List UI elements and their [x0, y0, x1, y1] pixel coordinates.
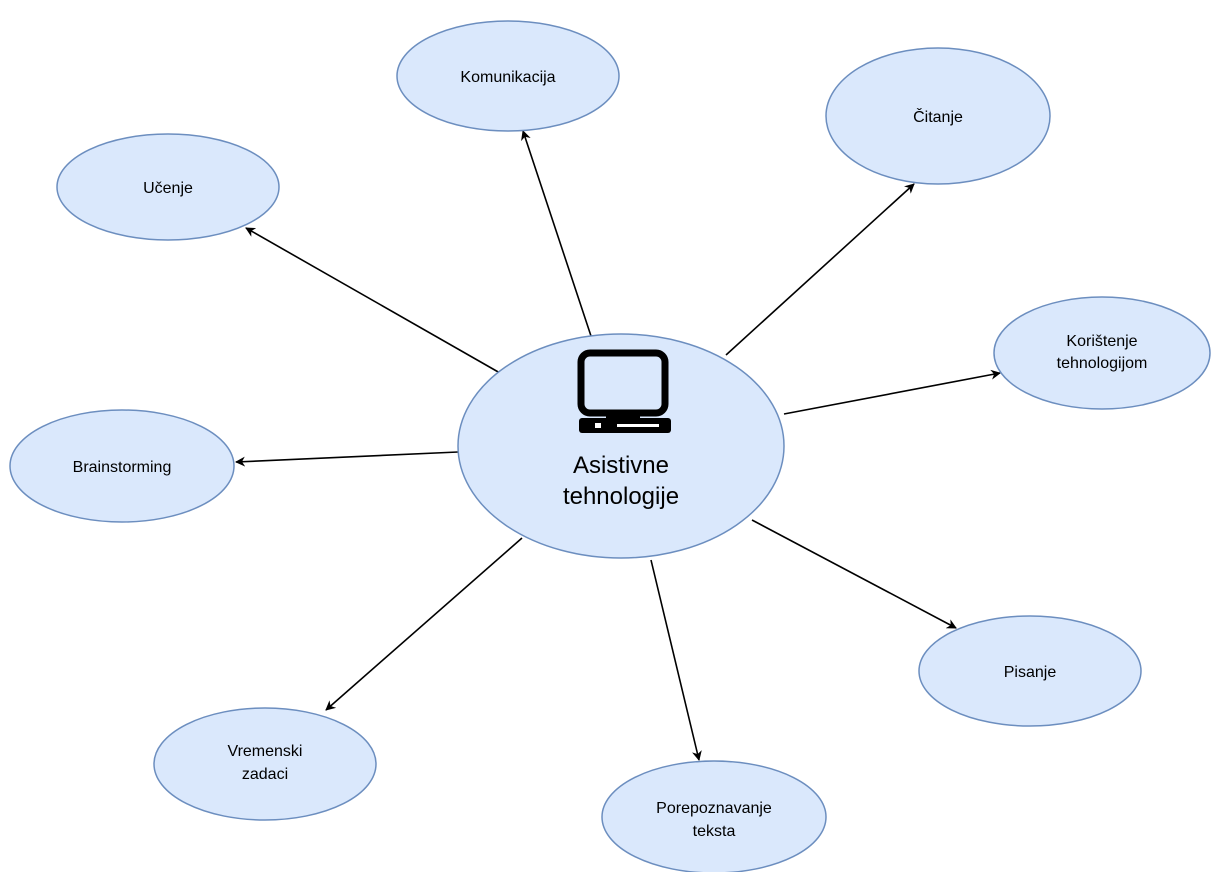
node-komunikacija-label: Komunikacija — [460, 69, 555, 86]
node-vremenski-label-line2: zadaci — [242, 766, 288, 783]
node-porepoznavanje-label-line1: Porepoznavanje — [656, 800, 772, 817]
node-brainstorming[interactable]: Brainstorming — [9, 409, 235, 523]
edge-to-porepoznavanje — [650, 559, 702, 761]
edges — [235, 130, 1001, 761]
edge-to-komunikacija — [521, 130, 592, 337]
edge-to-citanje — [725, 183, 915, 356]
edge-to-vremenski — [325, 537, 523, 711]
node-porepoznavanje[interactable]: Porepoznavanje teksta — [601, 760, 827, 872]
node-citanje-label: Čitanje — [913, 107, 963, 126]
node-koristenje-label-line2: tehnologijom — [1057, 355, 1148, 372]
edge-to-pisanje — [751, 519, 957, 629]
node-pisanje-label: Pisanje — [1004, 664, 1057, 681]
center-node[interactable]: Asistivne tehnologije — [457, 333, 785, 559]
center-label-line1: Asistivne — [573, 452, 669, 479]
node-pisanje[interactable]: Pisanje — [918, 615, 1142, 727]
edge-to-koristenje — [783, 369, 1001, 415]
node-komunikacija[interactable]: Komunikacija — [396, 20, 620, 132]
node-ucenje[interactable]: Učenje — [56, 133, 280, 241]
node-vremenski-label-line1: Vremenski — [228, 743, 303, 760]
node-ucenje-label: Učenje — [143, 180, 193, 197]
computer-monitor-icon — [577, 349, 671, 433]
edge-to-ucenje — [245, 227, 501, 374]
node-vremenski[interactable]: Vremenski zadaci — [153, 707, 377, 821]
node-citanje[interactable]: Čitanje — [825, 47, 1051, 185]
edge-to-brainstorming — [235, 451, 459, 467]
node-koristenje-label-line1: Korištenje — [1066, 333, 1137, 350]
node-brainstorming-label: Brainstorming — [73, 459, 172, 476]
center-label-line2: tehnologije — [563, 483, 679, 510]
node-porepoznavanje-label-line2: teksta — [693, 823, 736, 840]
node-koristenje[interactable]: Korištenje tehnologijom — [993, 296, 1211, 410]
